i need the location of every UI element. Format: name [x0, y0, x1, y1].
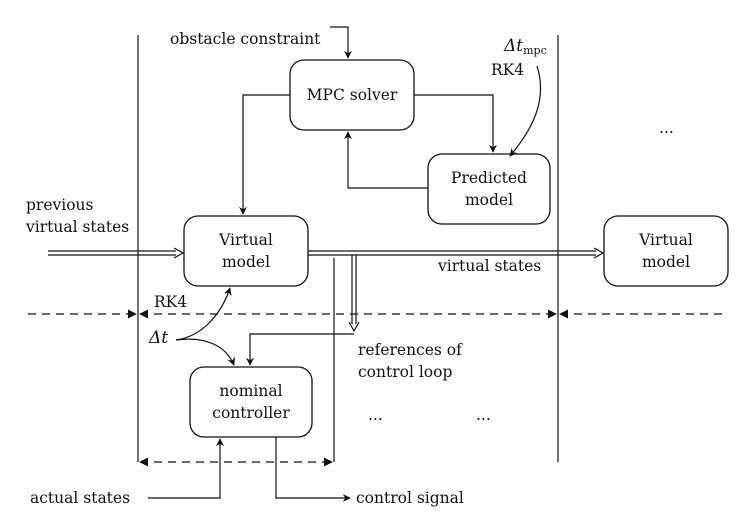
mpc-solver-label: MPC solver [290, 60, 414, 130]
nominal-controller-line-2: controller [212, 404, 290, 422]
previous-label-line-2: virtual states [26, 218, 130, 236]
ellipsis-mid-2: ... [476, 406, 491, 424]
predicted-model-line-2: model [464, 191, 514, 209]
references-arrowhead [348, 321, 360, 333]
predicted-to-solver-arrow [344, 131, 428, 189]
dt-mpc-label: Δtmpc [504, 36, 547, 57]
dt-to-virtual-curve-arrow [175, 287, 232, 341]
virtual-model-right-line-2: model [641, 253, 691, 271]
dt-mpc-subscript: mpc [523, 44, 547, 57]
predicted-model-label: Predicted model [428, 154, 550, 224]
predicted-model-box [427, 153, 551, 225]
obstacle-constraint-label: obstacle constraint [170, 30, 321, 48]
previous-states-arrowhead [173, 247, 185, 259]
virtual-model-right-line-1: Virtual [639, 230, 693, 249]
nominal-controller-line-1: nominal [219, 381, 283, 400]
ellipsis-top: ... [659, 119, 674, 137]
virtual-model-line-2: model [221, 253, 271, 271]
solver-to-predicted-arrow [414, 94, 497, 153]
nominal-controller-box [189, 366, 313, 438]
dt-mpc-symbol: Δt [504, 36, 524, 56]
control-signal-arrow [275, 437, 351, 502]
ellipsis-mid-1: ... [368, 406, 383, 424]
dt-to-controller-curve-arrow [175, 338, 235, 366]
references-label-line-1: references of [358, 341, 462, 359]
virtual-states-label: virtual states [438, 257, 542, 275]
virtual-states-arrowhead [593, 247, 605, 259]
virtual-model-right-label: Virtual model [604, 216, 728, 286]
control-signal-label: control signal [356, 489, 464, 507]
dt-label: Δt [149, 328, 169, 348]
actual-states-arrow [148, 438, 224, 499]
virtual-model-label: Virtual model [184, 216, 308, 286]
rk4-top-label: RK4 [491, 61, 525, 79]
previous-label-line-1: previous [26, 196, 94, 214]
actual-states-label: actual states [30, 489, 131, 507]
obstacle-constraint-arrow [330, 26, 352, 59]
references-to-controller-arrow [246, 333, 354, 366]
rk4-bottom-label: RK4 [154, 293, 188, 311]
virtual-model-line-1: Virtual [219, 230, 273, 249]
references-label-line-2: control loop [358, 363, 453, 381]
mpc-solver-text: MPC solver [306, 85, 398, 104]
dt-mpc-curve-arrow [509, 65, 542, 157]
solver-to-virtual-arrow [239, 94, 290, 215]
predicted-model-line-1: Predicted [451, 168, 527, 187]
virtual-model-right-box [603, 215, 729, 287]
nominal-controller-label: nominal controller [190, 367, 312, 437]
